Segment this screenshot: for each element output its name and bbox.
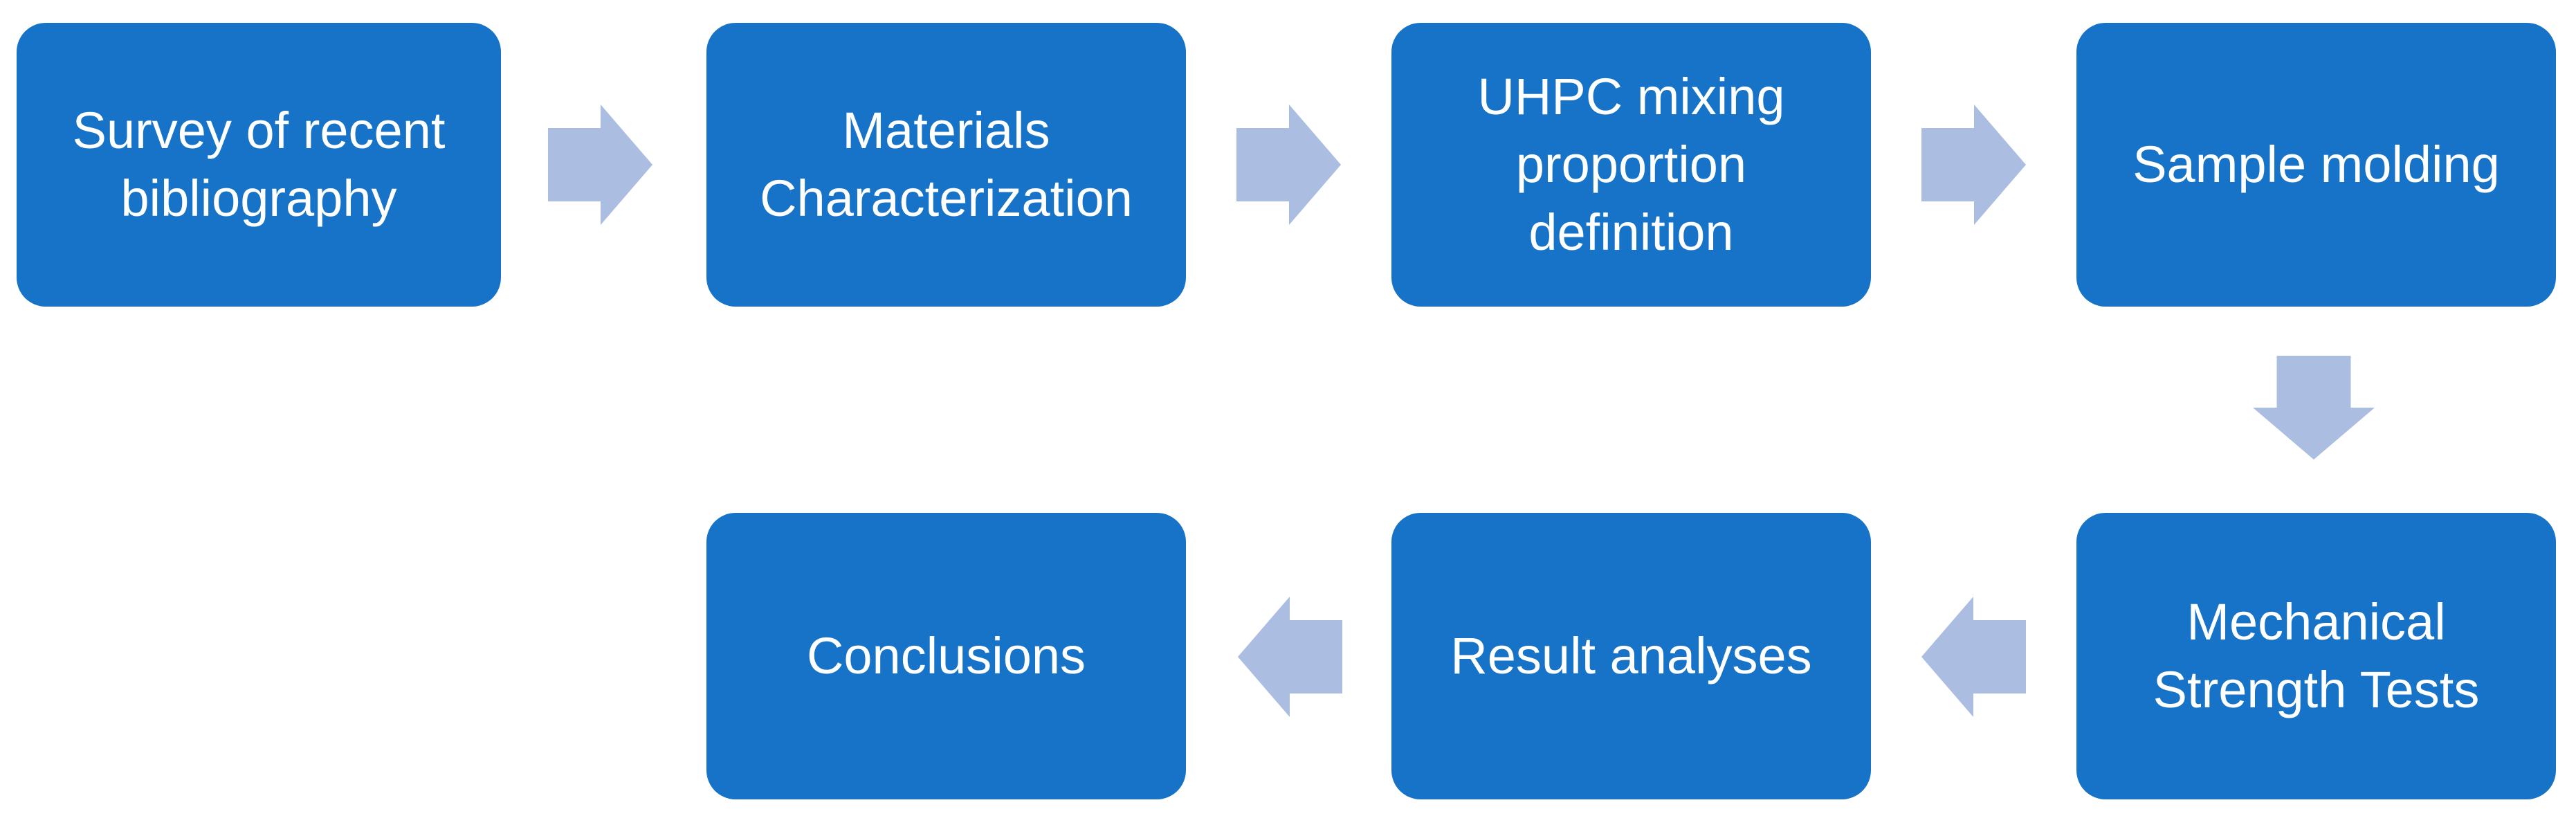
flow-node-uhpc-mixing-label: UHPC mixing proportion definition (1477, 68, 1785, 261)
connector-survey-materials (548, 105, 652, 225)
flow-node-conclusions-label: Conclusions (806, 627, 1086, 685)
arrow-left-icon (1921, 597, 2026, 717)
connector-uhpc-molding (1921, 105, 2026, 225)
flow-node-materials-label: Materials Characterization (760, 102, 1133, 227)
arrow-right-icon (1921, 105, 2026, 225)
connector-mechanical-results (1921, 597, 2026, 717)
flow-node-conclusions: Conclusions (706, 513, 1186, 799)
flow-node-results-label: Result analyses (1450, 627, 1812, 685)
flow-node-results: Result analyses (1391, 513, 1871, 799)
arrow-right-icon (1236, 105, 1341, 225)
arrow-right-icon (548, 105, 652, 225)
flow-node-materials: Materials Characterization (706, 23, 1186, 307)
arrow-left-icon (1238, 597, 1342, 717)
flow-node-mechanical-label: Mechanical Strength Tests (2153, 593, 2480, 718)
flow-node-uhpc-mixing: UHPC mixing proportion definition (1391, 23, 1871, 307)
connector-results-conclusions (1238, 597, 1342, 717)
flow-node-survey: Survey of recent bibliography (17, 23, 501, 307)
connector-materials-uhpc (1236, 105, 1341, 225)
flow-node-mechanical: Mechanical Strength Tests (2076, 513, 2556, 799)
flow-node-molding: Sample molding (2076, 23, 2556, 307)
flow-node-survey-label: Survey of recent bibliography (72, 102, 446, 227)
arrow-down-icon (2253, 356, 2375, 460)
connector-molding-mechanical (2253, 356, 2375, 460)
flow-node-molding-label: Sample molding (2132, 136, 2500, 194)
